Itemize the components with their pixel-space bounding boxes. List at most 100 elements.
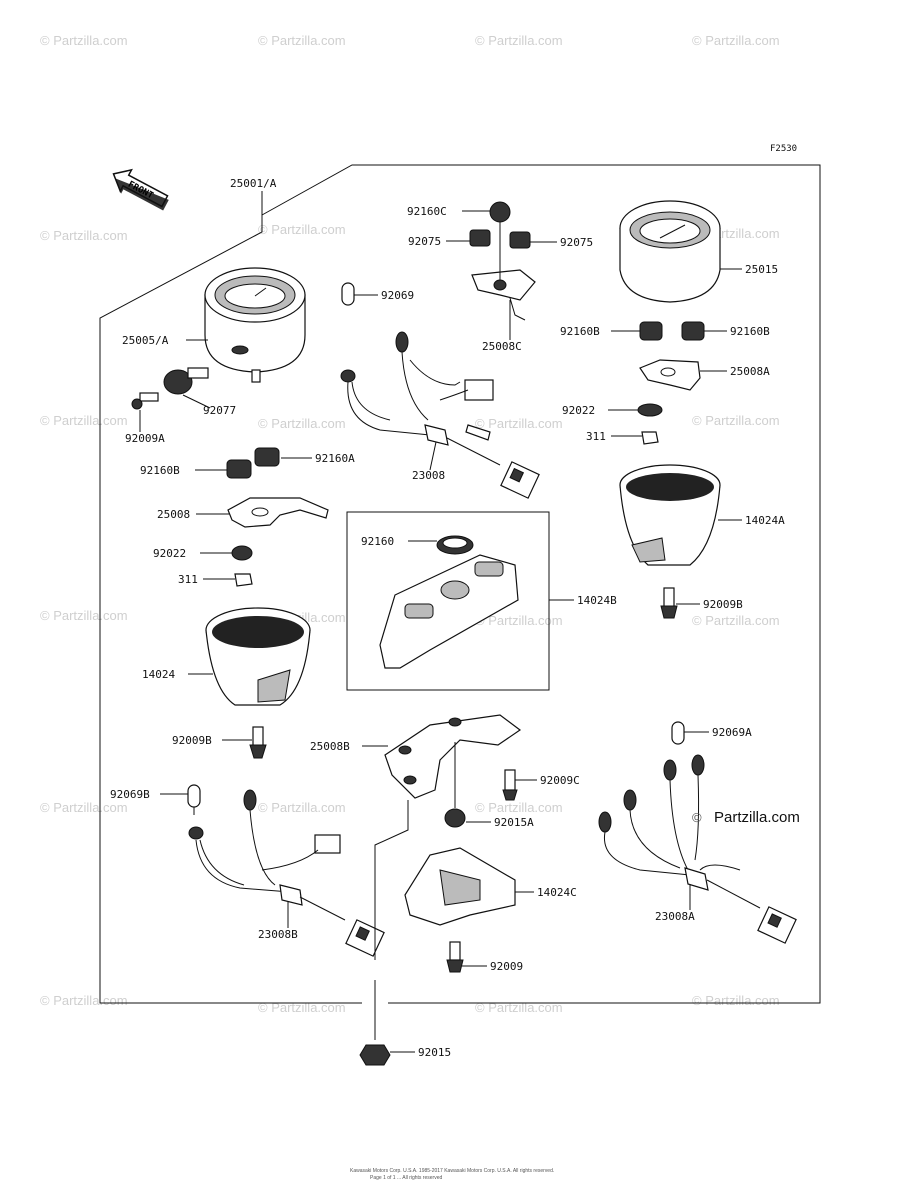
part-label-92075-left: 92075 [408,235,441,248]
part-label-25008B: 25008B [310,740,350,753]
part-label-92009B-right: 92009B [703,598,743,611]
part-label-14024B: 14024B [577,594,617,607]
front-arrow-icon: FRONT [112,168,169,211]
watermark: © Partzilla.com [692,993,780,1008]
screw-icon [131,392,159,410]
screw-icon [502,769,518,801]
copyright-line-2: Page 1 of 1 ... All rights reserved [370,1175,442,1181]
meter-case-icon [205,607,311,706]
part-label-23008: 23008 [412,469,445,482]
part-label-311-right: 311 [586,430,606,443]
screw-icon [249,726,267,759]
watermark: © Partzilla.com [40,800,128,815]
part-label-14024: 14024 [142,668,175,681]
rubber-grommet-icon [226,447,280,479]
watermark: © Partzilla.com [258,416,346,431]
watermark: © Partzilla.com [475,1000,563,1015]
nut-icon [641,431,659,445]
part-label-92069A: 92069A [712,726,752,739]
mounting-bracket-icon [639,359,701,391]
part-label-25008C: 25008C [482,340,522,353]
part-label-92015A: 92015A [494,816,534,829]
watermark: © Partzilla.com [40,608,128,623]
washer-icon [231,545,253,561]
bulb-icon [187,784,201,815]
nut-icon [234,573,253,587]
watermark: © Partzilla.com [475,416,563,431]
watermark: © Partzilla.com [40,33,128,48]
inset-box [346,511,550,691]
part-label-92075-right: 92075 [560,236,593,249]
watermark: © Partzilla.com [475,800,563,815]
cover-bracket-icon [404,847,516,926]
part-label-92015: 92015 [418,1046,451,1059]
rubber-cap-icon [489,201,511,223]
meter-case-icon [619,464,721,566]
switch-bracket-icon [471,269,536,321]
part-label-92009: 92009 [490,960,523,973]
watermark: © Partzilla.com [258,1000,346,1015]
part-label-92160B-left: 92160B [140,464,180,477]
part-label-92160C: 92160C [407,205,447,218]
screw-icon [660,587,678,619]
speedometer-gauge-icon [204,267,306,383]
watermark: © Partzilla.com [692,613,780,628]
watermark: © Partzilla.com [258,33,346,48]
mounting-plate-icon [384,714,522,799]
watermark: © Partzilla.com [258,222,346,237]
watermark: © Partzilla.com [475,613,563,628]
part-label-92160B-right1: 92160B [560,325,600,338]
mounting-bracket-icon [227,497,329,528]
gear-knob-icon [163,367,209,395]
watermark: © Partzilla.com [40,993,128,1008]
part-label-92009A: 92009A [125,432,165,445]
watermark: © Partzilla.com [40,228,128,243]
screw-icon [446,941,464,973]
grommet-ring-icon [436,535,474,555]
part-label-14024C: 14024C [537,886,577,899]
part-label-92160: 92160 [361,535,394,548]
part-label-92069B: 92069B [110,788,150,801]
part-label-92022-left: 92022 [153,547,186,560]
part-label-92009B-left: 92009B [172,734,212,747]
part-label-92022-right: 92022 [562,404,595,417]
part-label-25005A: 25005/A [122,334,169,347]
copyright-line-1: Kawasaki Motors Corp. U.S.A. 1985-2017 K… [350,1168,554,1174]
part-label-92160B-right2: 92160B [730,325,770,338]
watermark: © Partzilla.com [692,33,780,48]
part-label-92077: 92077 [203,404,236,417]
nut-icon [444,808,466,828]
assembly-frame-path [99,164,821,1004]
part-labels: 25001/A 25005/A 92077 92009A 92160B 9216… [110,177,785,1059]
part-label-14024A: 14024A [745,514,785,527]
part-label-25015: 25015 [745,263,778,276]
part-label-23008B: 23008B [258,928,298,941]
washer-icon [637,403,663,417]
watermark: © Partzilla.com [692,413,780,428]
svg-text:©: © [692,810,702,825]
watermark: © Partzilla.com [258,800,346,815]
part-label-92069: 92069 [381,289,414,302]
leader-line [374,800,409,1040]
meter-housing-icon [379,554,519,669]
bulb-icon [341,282,355,306]
part-label-25001A: 25001/A [230,177,277,190]
watermark: © Partzilla.com [475,33,563,48]
bulb-icon [671,721,685,745]
part-label-23008A: 23008A [655,910,695,923]
part-label-25008A: 25008A [730,365,770,378]
part-label-25008: 25008 [157,508,190,521]
figure-code: F2530 [770,144,797,154]
watermark: © Partzilla.com [40,413,128,428]
rubber-grommet-icon [639,321,705,341]
tachometer-gauge-icon [619,200,721,303]
part-label-92160A: 92160A [315,452,355,465]
rubber-grommet-icon [469,229,531,249]
brand-label: Partzilla.com [714,809,800,826]
wiring-harness-icon [340,331,540,499]
part-label-311-left: 311 [178,573,198,586]
wiring-harness-icon [598,754,797,944]
nut-icon [359,1044,391,1066]
part-label-92009C: 92009C [540,774,580,787]
